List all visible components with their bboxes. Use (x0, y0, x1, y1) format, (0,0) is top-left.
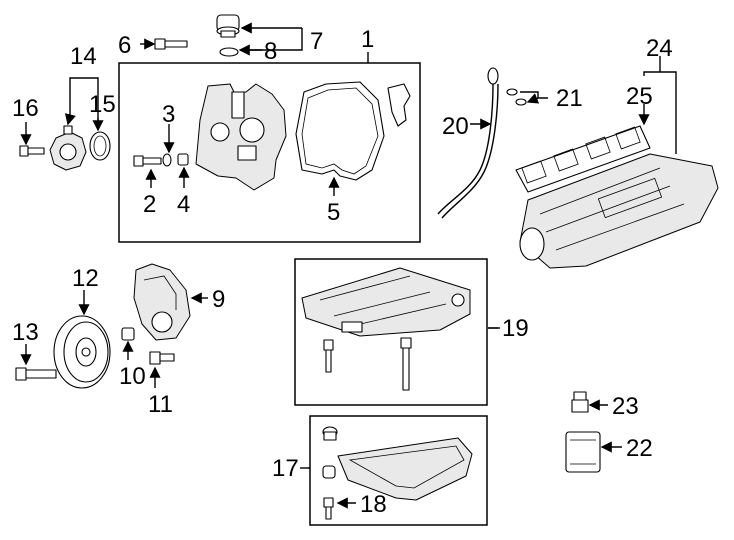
bolt-part-16 (19, 145, 45, 157)
callout-24: 24 (646, 35, 673, 62)
callout-10: 10 (119, 363, 146, 390)
bolt-part-11 (149, 351, 175, 365)
stud-bolt-part-19b (400, 337, 412, 391)
o-ring-part-21b (515, 98, 527, 106)
callout-9: 9 (212, 286, 225, 313)
leader-lines (20, 22, 677, 509)
callout-labels: 1 2 3 4 5 6 7 8 9 10 11 12 13 14 15 16 1… (12, 26, 673, 518)
callout-8: 8 (264, 38, 277, 65)
oil-pump-assembly (301, 267, 471, 337)
callout-2: 2 (143, 191, 156, 218)
cover-gasket (295, 81, 385, 181)
callout-18: 18 (360, 491, 387, 518)
group-box-oil-pump (294, 258, 488, 406)
oil-pressure-sensor (571, 391, 589, 413)
o-ring-part-8 (219, 47, 239, 57)
callout-5: 5 (327, 199, 340, 226)
oil-dipstick (437, 67, 499, 219)
callout-11: 11 (148, 391, 173, 418)
oil-filter (565, 431, 601, 473)
seal-ring-part-15 (89, 131, 111, 161)
callout-4: 4 (177, 191, 190, 218)
callout-22: 22 (626, 435, 653, 462)
intake-manifold (519, 153, 719, 269)
sleeve-part-4 (177, 153, 189, 166)
damper-bolt-part-13 (15, 367, 57, 381)
engine-front-cover (195, 83, 287, 191)
callout-16: 16 (12, 95, 39, 122)
dowel-part-10 (121, 327, 135, 341)
vacuum-pump (49, 125, 87, 171)
bolt-part-2 (133, 155, 162, 167)
callout-12: 12 (72, 265, 99, 292)
bolt-part-6 (154, 38, 188, 50)
o-ring-part-21a (506, 88, 518, 96)
timing-cover-part-9 (133, 263, 191, 341)
callout-25: 25 (626, 83, 653, 110)
callout-17: 17 (272, 455, 299, 482)
cover-bracket (387, 83, 411, 127)
callout-23: 23 (612, 393, 639, 420)
crankshaft-damper (53, 315, 111, 389)
pan-bolt-part-18 (323, 497, 334, 520)
pan-plug-lower (322, 465, 336, 479)
oil-pan (337, 437, 473, 501)
drain-plug (322, 426, 338, 441)
callout-15: 15 (89, 91, 116, 118)
group-box-oil-pan (309, 415, 488, 526)
callout-6: 6 (118, 32, 131, 59)
callout-20: 20 (442, 113, 469, 140)
group-box-timing-cover (118, 62, 421, 243)
stud-bolt-part-19a (323, 339, 334, 373)
callout-21: 21 (556, 85, 583, 112)
callout-3: 3 (162, 101, 175, 128)
callout-1: 1 (361, 26, 374, 53)
callout-14: 14 (70, 43, 97, 70)
intake-manifold-gasket (515, 125, 651, 193)
callout-13: 13 (12, 319, 39, 346)
callout-7: 7 (310, 28, 323, 55)
callout-19: 19 (502, 315, 529, 342)
oil-filler-cap (216, 14, 240, 38)
washer-part-3 (162, 153, 172, 167)
